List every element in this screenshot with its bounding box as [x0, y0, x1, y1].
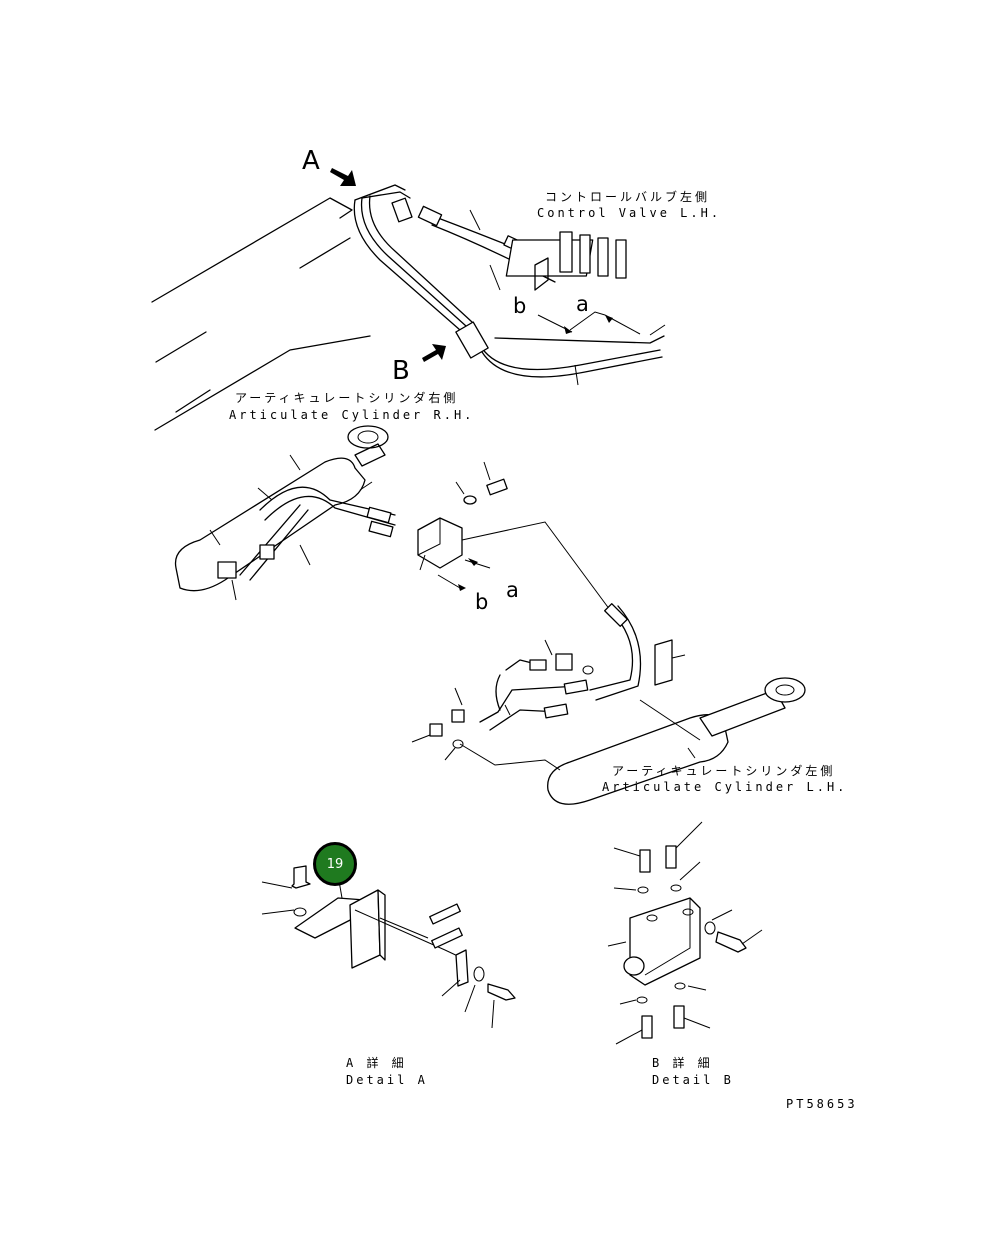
cylinder-rh: [174, 425, 396, 601]
part-code: PT58653: [786, 1097, 858, 1111]
cylinder-lh-label-en: Articulate Cylinder L.H.: [602, 780, 848, 794]
control-valve: [505, 231, 627, 291]
flow-label-b-mid: b: [475, 590, 489, 614]
view-label-b: B: [392, 356, 410, 386]
flow-label-a-top: a: [576, 292, 589, 316]
view-arrows: [330, 168, 641, 362]
cylinder-lh-label-jp: アーティキュレートシリンダ左側: [612, 764, 836, 778]
view-label-a: A: [302, 146, 320, 176]
control-valve-label-en: Control Valve L.H.: [537, 206, 722, 220]
flow-label-a-mid: a: [506, 578, 519, 602]
machine-frame: [151, 197, 371, 431]
cylinder-lh: [411, 603, 806, 805]
detail-b-label-en: Detail B: [652, 1073, 734, 1087]
middle-valve: [417, 461, 611, 611]
detail-b: [607, 821, 763, 1045]
control-valve-label-jp: コントロールバルブ左側: [545, 190, 711, 204]
part-callout-19[interactable]: 19: [313, 842, 357, 886]
flow-label-b-top: b: [513, 294, 527, 318]
detail-a: [261, 865, 516, 1029]
cylinder-rh-label-jp: アーティキュレートシリンダ右側: [235, 391, 459, 405]
detail-a-label-en: Detail A: [346, 1073, 428, 1087]
detail-a-label-jp: A 詳 細: [346, 1056, 407, 1070]
detail-b-label-jp: B 詳 細: [652, 1056, 713, 1070]
cylinder-rh-label-en: Articulate Cylinder R.H.: [229, 408, 475, 422]
